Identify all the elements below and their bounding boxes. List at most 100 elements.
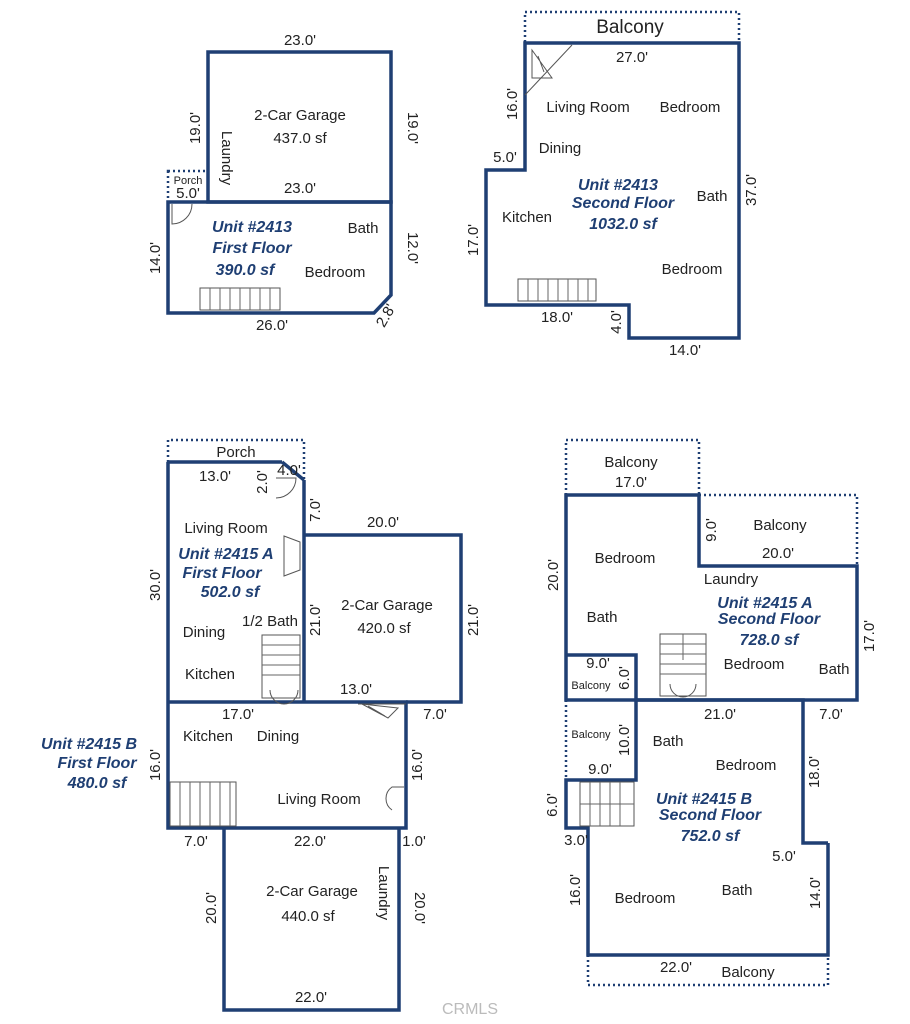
- dim-2413s-notch: 4.0': [608, 310, 625, 334]
- dim-2415f-16b: 16.0': [409, 749, 426, 781]
- dim-2415f-13: 13.0': [199, 468, 231, 485]
- dim-2415f-20b: 20.0': [411, 892, 428, 924]
- unit-a-floor: Second Floor: [718, 611, 821, 628]
- dim-2415f-21b: 21.0': [465, 604, 482, 636]
- dim-2413f-top: 23.0': [284, 32, 316, 49]
- dim-2413f-right-garage: 19.0': [404, 112, 421, 144]
- dim-2413s-right: 37.0': [743, 174, 760, 206]
- balcony-bottom-label: Balcony: [721, 964, 775, 981]
- dim-2415s-6b: 6.0': [544, 793, 561, 817]
- unit-b-floor: First Floor: [57, 755, 137, 772]
- dim-2415f-17: 17.0': [222, 706, 254, 723]
- dim-2413s-bottom-right: 14.0': [669, 342, 701, 359]
- balcony-label: Balcony: [596, 17, 664, 38]
- unit-floor: Second Floor: [572, 195, 675, 212]
- unit-floor: First Floor: [212, 240, 292, 257]
- room-dining-b: Dining: [257, 728, 300, 745]
- dim-2415f-1: 1.0': [402, 833, 426, 850]
- room-garage-1-area: 420.0 sf: [357, 620, 411, 637]
- dim-2415f-2: 2.0': [254, 470, 271, 494]
- room-kitchen: Kitchen: [502, 209, 552, 226]
- dim-2415s-7: 7.0': [819, 706, 843, 723]
- dim-2415s-22: 22.0': [660, 959, 692, 976]
- room-bedroom-2: Bedroom: [724, 656, 785, 673]
- porch-label: Porch: [216, 444, 255, 461]
- dim-2415s-3: 3.0': [564, 832, 588, 849]
- dim-2415f-13b: 13.0': [340, 681, 372, 698]
- room-garage-1: 2-Car Garage: [341, 597, 433, 614]
- dim-2415f-20a: 20.0': [203, 892, 220, 924]
- balcony-small-1: Balcony: [571, 680, 611, 692]
- room-dining: Dining: [539, 140, 582, 157]
- room-bedroom-1: Bedroom: [595, 550, 656, 567]
- unit-area: 390.0 sf: [216, 262, 276, 279]
- room-living-a: Living Room: [184, 520, 267, 537]
- dim-2415s-5: 5.0': [772, 848, 796, 865]
- room-bath-4: Bath: [722, 882, 753, 899]
- dim-2413s-step: 5.0': [493, 149, 517, 166]
- unit-b-floor: Second Floor: [659, 807, 762, 824]
- dim-2415s-9c: 9.0': [588, 761, 612, 778]
- unit-a-area: 502.0 sf: [201, 584, 261, 601]
- room-kitchen-a: Kitchen: [185, 666, 235, 683]
- unit-b-area: 752.0 sf: [681, 828, 741, 845]
- dim-2413s-left: 17.0': [465, 224, 482, 256]
- balcony-small-2: Balcony: [571, 729, 611, 741]
- room-laundry: Laundry: [375, 866, 392, 921]
- dim-2415s-21: 21.0': [704, 706, 736, 723]
- dim-2415s-6a: 6.0': [616, 666, 633, 690]
- room-half-bath: 1/2 Bath: [242, 613, 298, 630]
- balcony-top-label: Balcony: [604, 454, 658, 471]
- room-garage-area: 437.0 sf: [273, 130, 327, 147]
- dim-2415f-20: 20.0': [367, 514, 399, 531]
- room-dining-a: Dining: [183, 624, 226, 641]
- unit-a-title: Unit #2415 A: [178, 546, 273, 563]
- plan-2415-second-floor: Balcony 17.0' 9.0' Balcony 20.0' 20.0' 1…: [544, 438, 878, 987]
- porch-label: Porch: [174, 175, 203, 187]
- room-bath: Bath: [697, 188, 728, 205]
- room-bath-2: Bath: [819, 661, 850, 678]
- dim-2413s-bottom: 18.0': [541, 309, 573, 326]
- dim-2413s-left-up: 16.0': [504, 88, 521, 120]
- dim-2415f-22b: 22.0': [295, 989, 327, 1006]
- room-bedroom: Bedroom: [305, 264, 366, 281]
- dim-2415f-16a: 16.0': [147, 749, 164, 781]
- dim-2413f-right: 12.0': [404, 232, 421, 264]
- dim-2413f-corner: 2.8': [373, 301, 400, 330]
- dim-2415f-4: 4.0': [277, 462, 301, 479]
- dim-2415f-30: 30.0': [147, 569, 164, 601]
- dim-2415s-17r: 17.0': [861, 620, 878, 652]
- dim-2415s-14: 14.0': [807, 877, 824, 909]
- dim-2413f-bottom: 26.0': [256, 317, 288, 334]
- dim-2415s-9b: 9.0': [586, 655, 610, 672]
- room-living: Living Room: [546, 99, 629, 116]
- dim-2415s-18: 18.0': [806, 756, 823, 788]
- dim-2415s-20a: 20.0': [762, 545, 794, 562]
- room-kitchen-b: Kitchen: [183, 728, 233, 745]
- dim-2415s-20b: 20.0': [545, 559, 562, 591]
- unit-a-area: 728.0 sf: [740, 632, 800, 649]
- dim-2415f-21a: 21.0': [307, 604, 324, 636]
- dim-2415f-7c: 7.0': [184, 833, 208, 850]
- dim-2415s-9a: 9.0': [703, 518, 720, 542]
- unit-title: Unit #2413: [212, 219, 292, 236]
- dim-2413f-left-garage: 19.0': [187, 112, 204, 144]
- unit-area: 1032.0 sf: [589, 216, 658, 233]
- room-laundry: Laundry: [704, 571, 759, 588]
- balcony-right-label: Balcony: [753, 517, 807, 534]
- room-garage-2: 2-Car Garage: [266, 883, 358, 900]
- room-living-b: Living Room: [277, 791, 360, 808]
- room-bath: Bath: [348, 220, 379, 237]
- dim-2413f-porch: 5.0': [176, 185, 200, 202]
- unit-a-title: Unit #2415 A: [717, 595, 812, 612]
- unit-b-title: Unit #2415 B: [41, 736, 137, 753]
- room-bedroom-3: Bedroom: [716, 757, 777, 774]
- dim-2413f-left: 14.0': [147, 242, 164, 274]
- dim-2415f-22a: 22.0': [294, 833, 326, 850]
- dim-2413s-top: 27.0': [616, 49, 648, 66]
- room-garage: 2-Car Garage: [254, 107, 346, 124]
- dim-2413f-mid: 23.0': [284, 180, 316, 197]
- dim-2415f-7b: 7.0': [423, 706, 447, 723]
- room-bedroom-4: Bedroom: [615, 890, 676, 907]
